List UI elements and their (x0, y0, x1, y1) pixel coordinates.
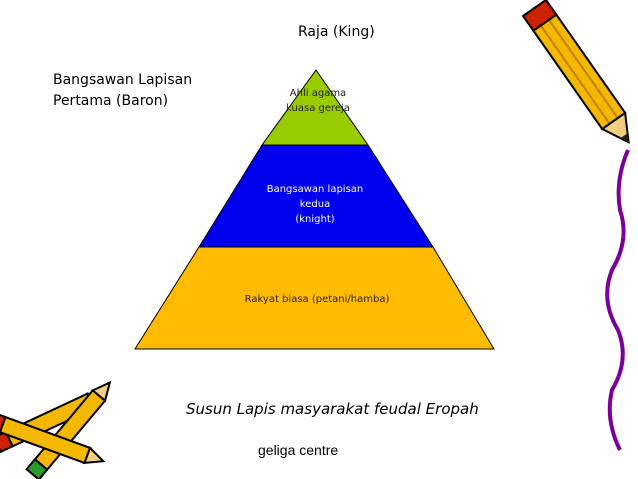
level-knight-line1: Bangsawan lapisan kedua (266, 184, 364, 210)
squiggle-decoration (605, 149, 630, 451)
credit-text: geliga centre (258, 442, 339, 458)
level-commoner-line1: Rakyat biasa (petani/hamba) (244, 294, 390, 305)
side-label: Bangsawan Lapisan Pertama (Baron) (53, 70, 192, 112)
side-label-line2: Pertama (Baron) (53, 93, 169, 109)
level-religious-label: Ahli agama kuasa gereja (276, 86, 360, 116)
diagram-caption: Susun Lapis masyarakat feudal Eropah (186, 400, 479, 418)
level-knight-line2: (knight) (295, 214, 335, 225)
level-religious-line1: Ahli agama (289, 88, 347, 99)
level-knight-label: Bangsawan lapisan kedua (knight) (250, 182, 380, 227)
level-commoner-label: Rakyat biasa (petani/hamba) (222, 292, 412, 307)
pencils-bundle-icon (0, 380, 112, 479)
pencil-icon (521, 0, 630, 144)
side-label-line1: Bangsawan Lapisan (53, 72, 193, 88)
tier-commoner (134, 246, 495, 350)
apex-label: Raja (King) (298, 24, 375, 40)
level-religious-line2: kuasa gereja (286, 103, 350, 114)
